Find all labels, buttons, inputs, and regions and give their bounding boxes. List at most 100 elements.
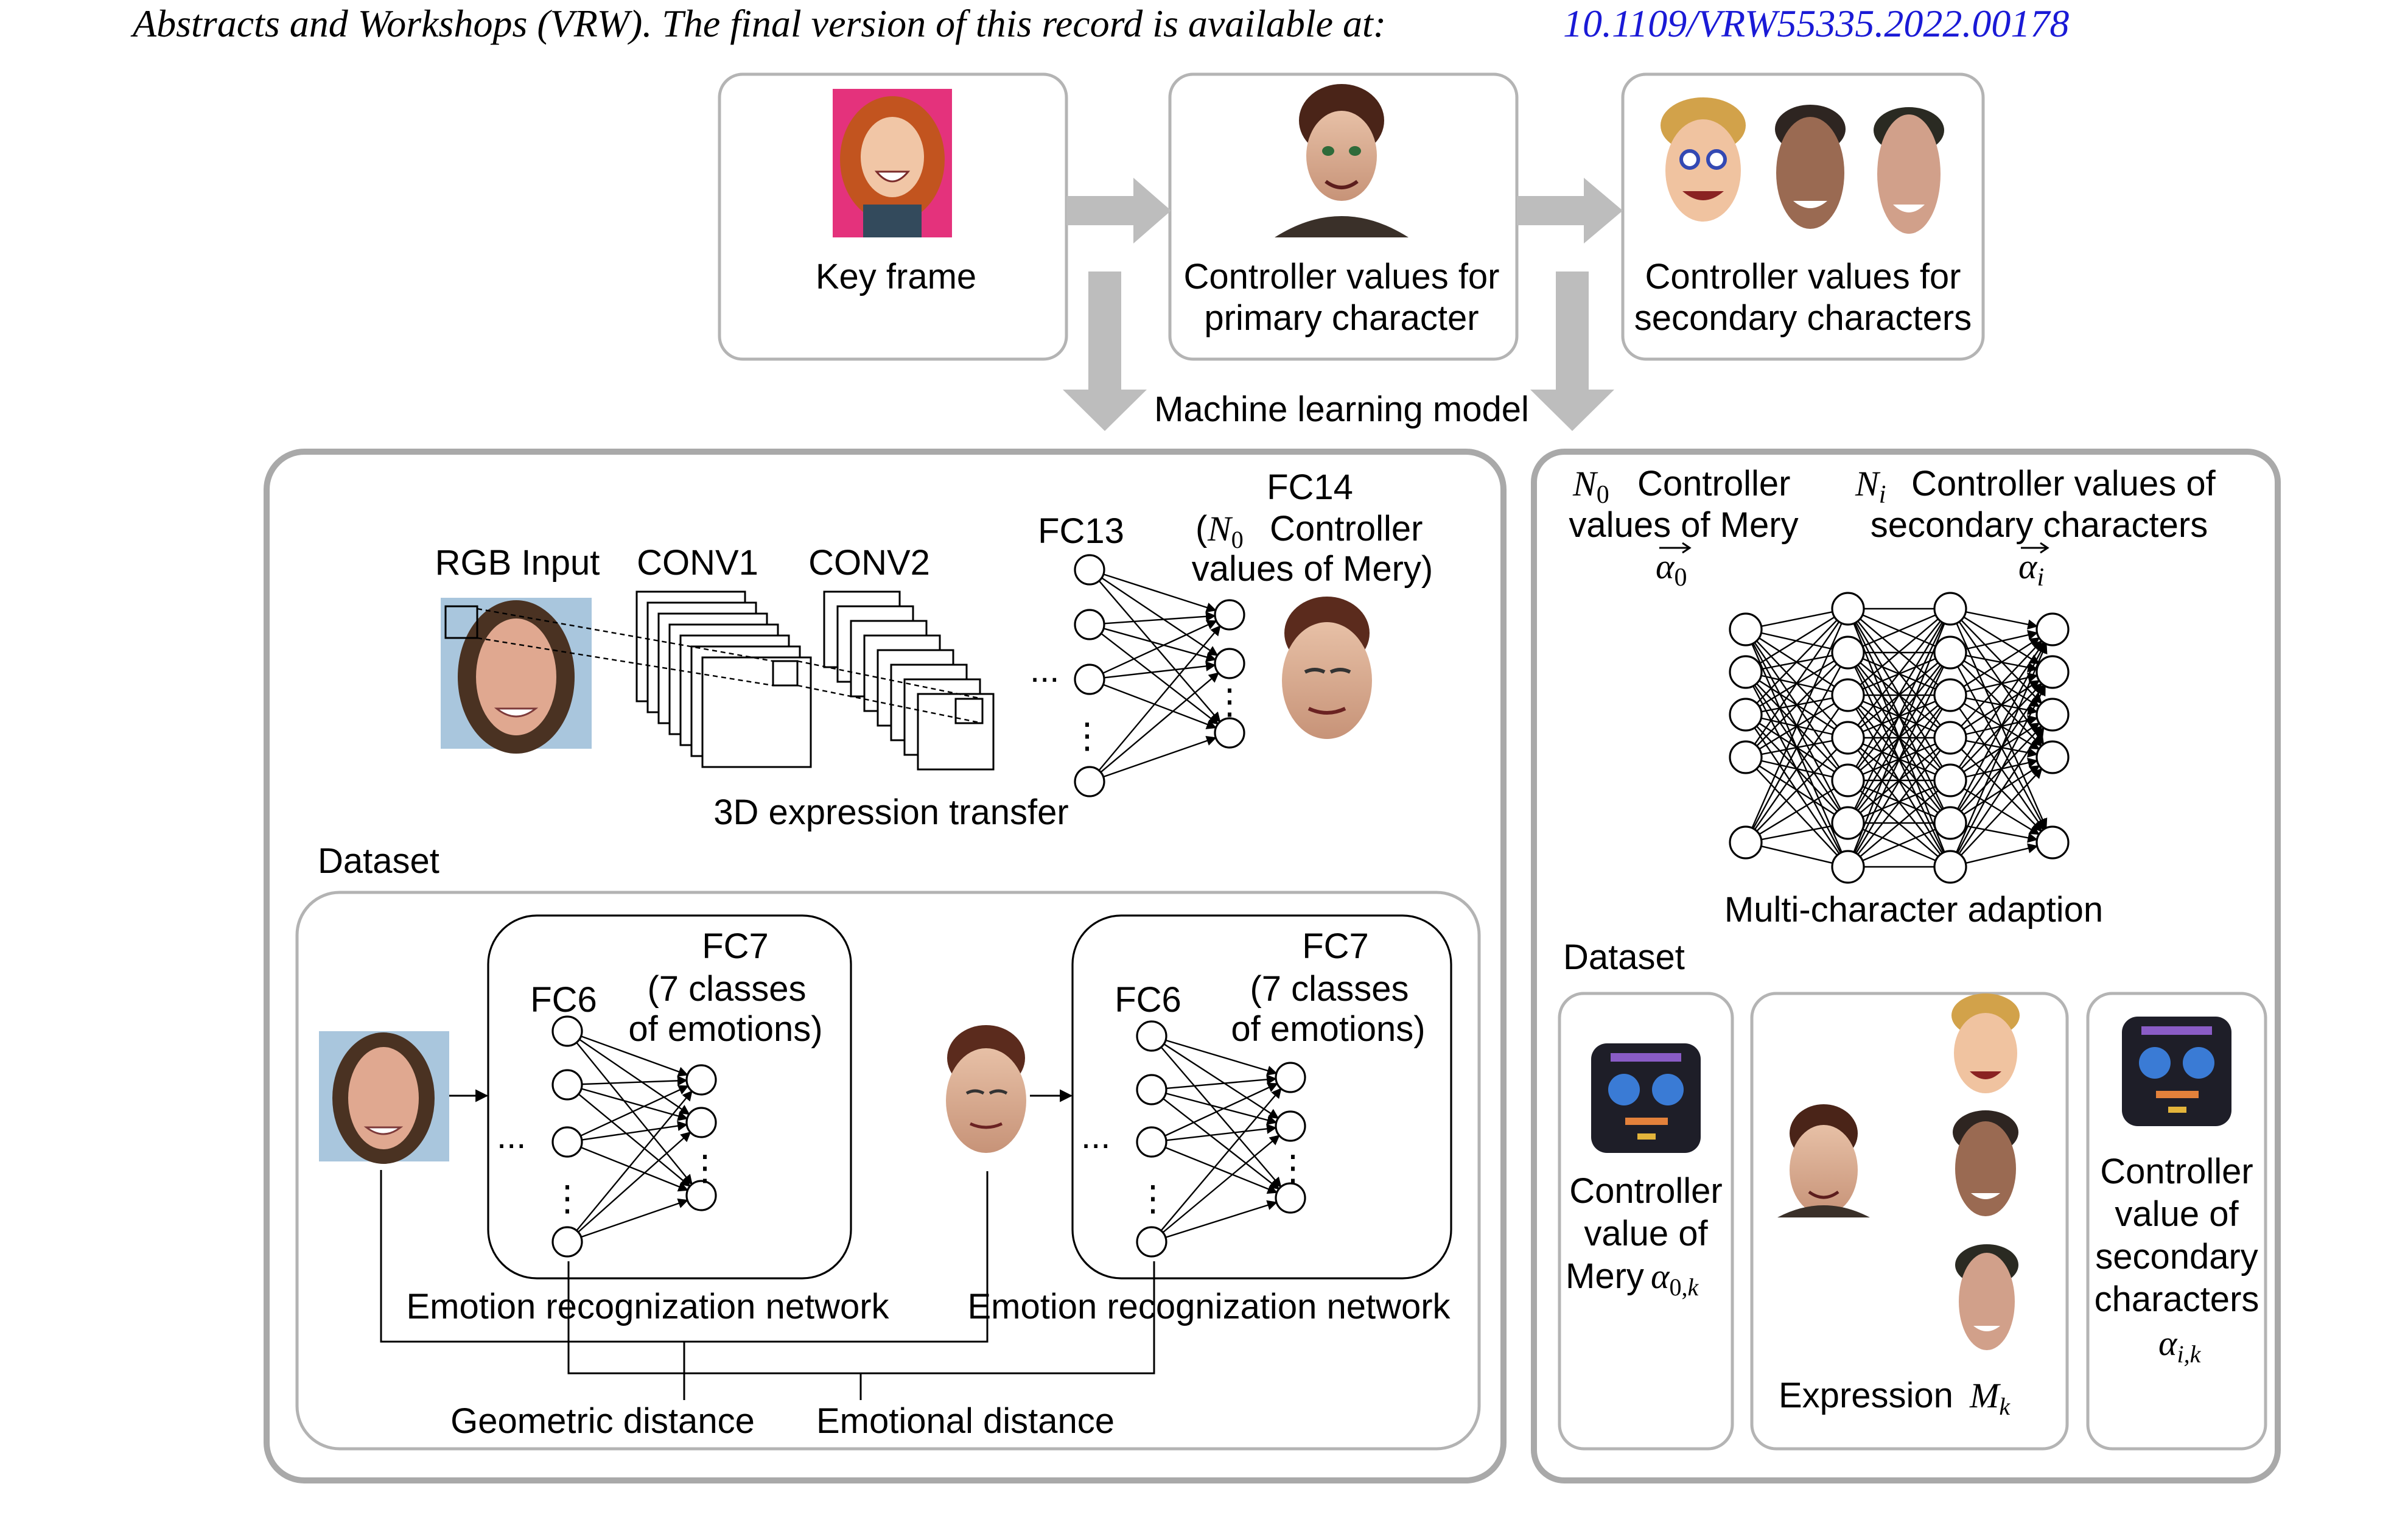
mlp-edge — [1860, 790, 1939, 858]
mlp-edge — [1761, 825, 1833, 841]
expression-dark-boy — [1953, 1110, 2018, 1216]
secondary-controller-label-4: characters — [2095, 1280, 2259, 1319]
receptive-line-4 — [797, 684, 983, 724]
mlp-node — [1729, 655, 1763, 689]
emotion-net-2-node — [1275, 1062, 1306, 1093]
emotion-net-2-label: Emotion recognization network — [967, 1287, 1451, 1326]
right-dataset-label: Dataset — [1563, 937, 1685, 977]
expression-label: Expression — [1779, 1376, 1953, 1415]
fc-top-edge — [1102, 684, 1217, 729]
mlp-edge — [1958, 642, 2045, 768]
n0-controller-label: Controller — [1637, 464, 1790, 503]
mlp-edge — [1855, 708, 1943, 854]
emotion-net-2-node — [1136, 1126, 1167, 1158]
mlp-node — [1831, 721, 1865, 755]
mlp-node — [1933, 678, 1967, 712]
emotion-net-1-emotions: of emotions) — [628, 1009, 822, 1049]
mlp-edge — [1759, 788, 1835, 835]
fc13-fc14-network — [1074, 554, 1245, 797]
rgb-input-photo — [441, 598, 592, 754]
emotion-net-2-edge — [1164, 1082, 1278, 1136]
emotion-net-2-classes: (7 classes — [1250, 969, 1409, 1009]
emotion-net-1-fc6: FC6 — [530, 980, 597, 1020]
emotion-net-2-node — [1136, 1020, 1167, 1052]
mery-output-head — [1282, 597, 1372, 739]
mlp-node — [1933, 763, 1967, 797]
emotion-net-2-fc7: FC7 — [1302, 926, 1369, 966]
emotion-net-2-edge — [1165, 1092, 1278, 1126]
mlp-node — [2035, 825, 2070, 860]
arrow-down-right — [1530, 271, 1614, 431]
mlp-edge — [1853, 623, 1945, 853]
rgb-input-label: RGB Input — [435, 543, 600, 583]
mery-controller-rig — [1591, 1043, 1701, 1153]
fc-top-node — [1074, 554, 1105, 586]
fc-top-edge — [1104, 611, 1216, 625]
mlp-edge — [1860, 618, 1939, 686]
fc-top-edge — [1098, 580, 1221, 723]
mlp-node — [2035, 740, 2070, 774]
arrow-primary-to-secondary — [1517, 178, 1623, 243]
fc-top-node — [1074, 766, 1105, 797]
header-text: Abstracts and Workshops (VRW). The final… — [130, 2, 1386, 45]
emotion-net-2-graph — [1136, 1020, 1306, 1258]
fc-top-edge — [1103, 573, 1217, 613]
fc14-label: FC14 — [1267, 468, 1353, 507]
mlp-node — [1831, 678, 1865, 712]
arrow-keyframe-to-primary — [1066, 178, 1171, 243]
emotion-net-1-node — [685, 1180, 717, 1211]
doi-link[interactable]: 10.1109/VRW55335.2022.00178 — [1563, 2, 2069, 45]
mlp-edge — [1965, 629, 2039, 650]
emotion-net-2-node — [1136, 1074, 1167, 1105]
mlp-node — [1933, 636, 1967, 670]
mlp-edge — [1957, 685, 2046, 853]
mery-controller-label-2: value of — [1584, 1214, 1708, 1253]
mlp-edge — [1854, 622, 1944, 810]
emotion-net-1-classes: (7 classes — [647, 969, 806, 1009]
emotion-net-2-node — [1275, 1110, 1306, 1142]
conv2-label: CONV2 — [808, 543, 930, 583]
mlp-edge — [1958, 727, 2045, 855]
emotion-net-2-emotions: of emotions) — [1231, 1009, 1425, 1049]
mlp-edge — [1956, 643, 2048, 853]
mlp-edge — [1862, 614, 1936, 647]
emotion-net-2-edge — [1166, 1124, 1277, 1141]
ni-controller-label: Controller values of — [1911, 464, 2216, 503]
emotion-net-1-edge — [581, 1088, 688, 1121]
receptive-line-1 — [477, 608, 774, 662]
mlp-node — [1729, 698, 1763, 732]
fc-top-node — [1074, 664, 1105, 695]
emotion-net-1-fc7: FC7 — [702, 926, 769, 966]
mlp-node — [1831, 636, 1865, 670]
mlp-edge — [1965, 825, 2039, 843]
multi-character-network — [1729, 592, 2070, 884]
emotion-net-1-node — [685, 1107, 717, 1138]
primary-controller-label-1: Controller values for — [1184, 257, 1500, 296]
emotion-net-1-node — [551, 1126, 583, 1158]
mlp-edge — [1963, 637, 2040, 687]
fc-top-edge — [1103, 735, 1217, 778]
mlp-edge — [1756, 619, 1838, 704]
fc14-controller-label: Controller — [1270, 509, 1423, 548]
expression-blonde-girl — [1951, 993, 2020, 1093]
emotion-net-1-label: Emotion recognization network — [406, 1287, 889, 1326]
emotion-net-2-edge — [1162, 1135, 1280, 1233]
emotion-net-1-edge — [581, 1035, 689, 1077]
mery-controller-label-3: Mery — [1566, 1256, 1644, 1296]
fc-top-node — [1214, 717, 1245, 749]
emotion-net-2-edge — [1166, 1074, 1277, 1090]
fc-top-node — [1214, 599, 1245, 631]
mlp-node — [1933, 721, 1967, 755]
primary-controller-label-2: primary character — [1204, 298, 1479, 338]
emotion-net-1-edge — [581, 1076, 688, 1086]
mlp-node — [1933, 850, 1967, 884]
mlp-edge — [1957, 642, 2046, 810]
emotion-net-1-graph — [551, 1015, 717, 1258]
fc13-label: FC13 — [1038, 511, 1124, 551]
emotion-net-1-vdots-fc6: ⋮ — [550, 1179, 585, 1218]
emotion-net-2-edge — [1160, 1046, 1282, 1188]
emotion-net-1-edge — [578, 1131, 691, 1233]
mery-character-image — [1275, 84, 1409, 237]
geometric-distance-label: Geometric distance — [450, 1401, 755, 1441]
